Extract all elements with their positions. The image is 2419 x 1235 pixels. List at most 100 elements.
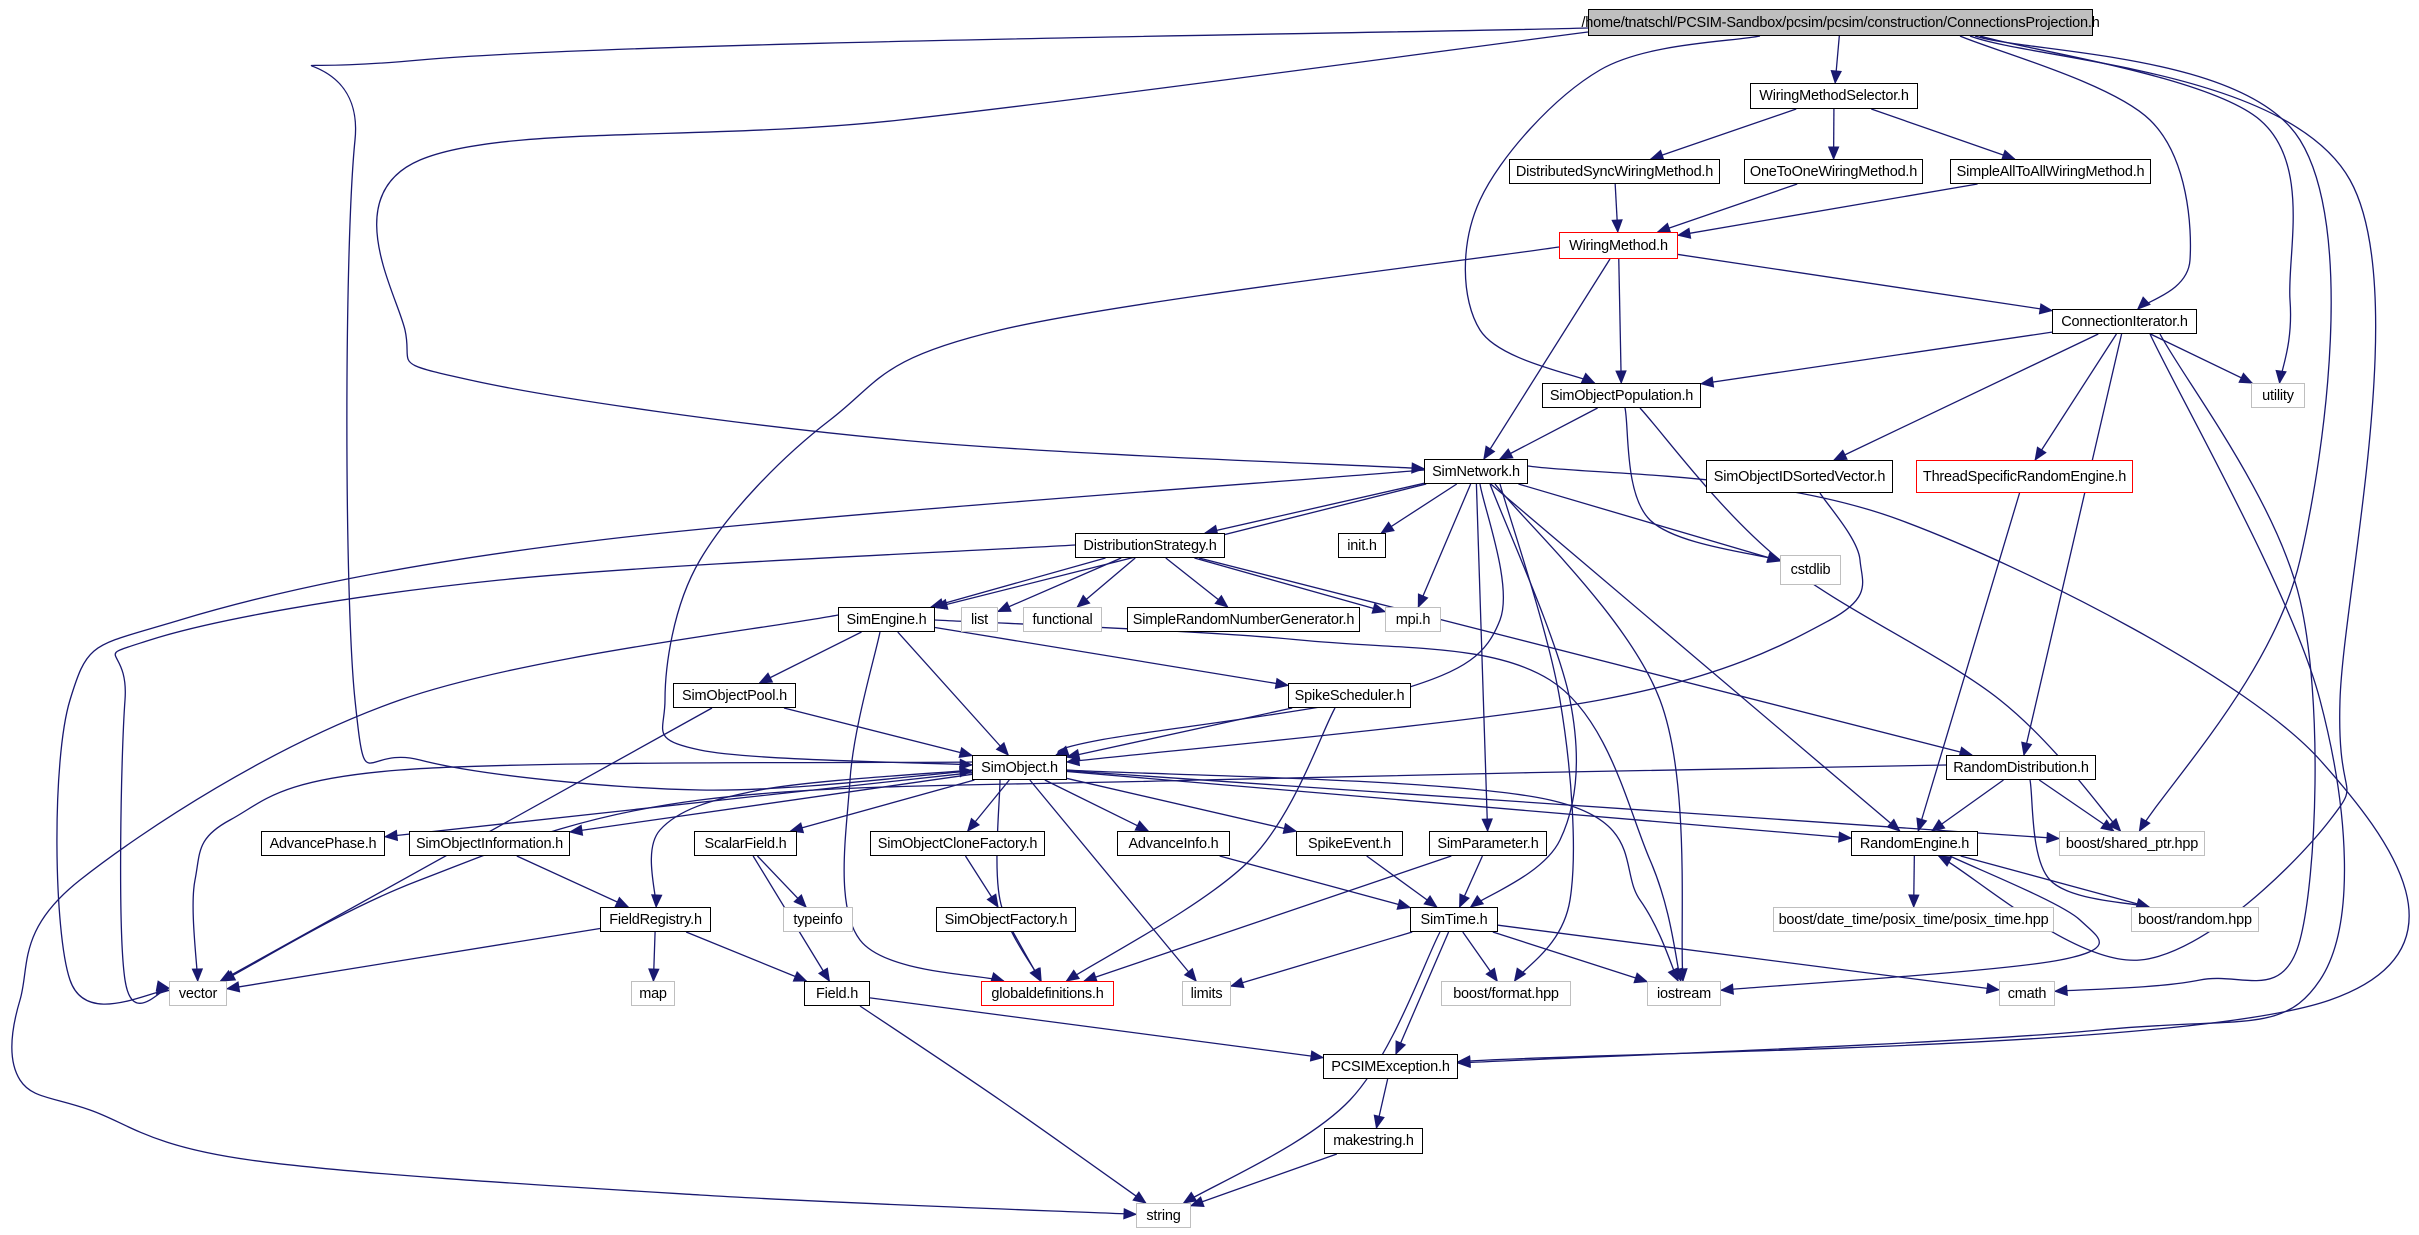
- edge-ds-to-functional-arrowhead: [1076, 594, 1091, 608]
- node-distributedsyncwiringmethod-h[interactable]: DistributedSyncWiringMethod.h: [1509, 159, 1720, 184]
- node-label: SimObject.h: [981, 759, 1058, 776]
- edge-sn-to-cstdlib-arrowhead: [1766, 551, 1782, 564]
- node-simplealltoallwiringmethod-h[interactable]: SimpleAllToAllWiringMethod.h: [1950, 159, 2151, 184]
- node-simobjectfactory-h[interactable]: SimObjectFactory.h: [936, 907, 1076, 932]
- node-simobjectpool-h[interactable]: SimObjectPool.h: [673, 683, 796, 708]
- node-label: ThreadSpecificRandomEngine.h: [1922, 468, 2127, 485]
- edge-se-to-iostream: [934, 619, 1682, 982]
- edge-ci-to-rd: [2023, 333, 2123, 756]
- edge-wm-to-sop-arrowhead: [1615, 370, 1627, 385]
- node-simparameter-h[interactable]: SimParameter.h: [1429, 831, 1547, 856]
- edge-sev-to-st-arrowhead: [1423, 894, 1438, 908]
- node-randomengine-h[interactable]: RandomEngine.h: [1851, 831, 1978, 856]
- node-advancephase-h[interactable]: AdvancePhase.h: [261, 831, 385, 856]
- edge-se-to-sopool-arrowhead: [758, 672, 774, 684]
- edge-soidsv-to-so: [1066, 492, 1864, 763]
- node-spikeevent-h[interactable]: SpikeEvent.h: [1296, 831, 1403, 856]
- edge-st-to-limits-arrowhead: [1229, 977, 1245, 989]
- edge-st-to-limits: [1230, 931, 1413, 987]
- edge-fr-to-field: [685, 931, 807, 982]
- node-label: SimEngine.h: [846, 611, 927, 628]
- node-globaldefinitions-h[interactable]: globaldefinitions.h: [981, 981, 1114, 1006]
- edge-so-to-sf-arrowhead: [789, 822, 805, 834]
- node-connectioniterator-h[interactable]: ConnectionIterator.h: [2052, 309, 2197, 334]
- edge-ci-to-sop: [1700, 331, 2053, 385]
- edge-sn-to-st: [1470, 483, 1577, 908]
- node-list: list: [961, 607, 998, 632]
- edge-root-to-bsp: [1974, 35, 2332, 832]
- edge-ss-to-so-arrowhead: [1065, 748, 1081, 761]
- node-label: SpikeScheduler.h: [1294, 687, 1405, 704]
- node-simobject-h[interactable]: SimObject.h: [972, 755, 1067, 780]
- node-distributionstrategy-h[interactable]: DistributionStrategy.h: [1075, 533, 1225, 558]
- node-scalarfield-h[interactable]: ScalarField.h: [694, 831, 797, 856]
- edge-root-to-utility-arrowhead: [2275, 369, 2287, 385]
- node-spikescheduler-h[interactable]: SpikeScheduler.h: [1288, 683, 1411, 708]
- node-wiringmethod-h[interactable]: WiringMethod.h: [1559, 232, 1678, 259]
- edge-ci-to-rd-arrowhead: [2021, 741, 2033, 757]
- node-simplerandomnumbergenerator-h[interactable]: SimpleRandomNumberGenerator.h: [1127, 607, 1360, 632]
- node-makestring-h[interactable]: makestring.h: [1324, 1128, 1423, 1154]
- node-simobjectinformation-h[interactable]: SimObjectInformation.h: [409, 831, 570, 856]
- node-label: WiringMethod.h: [1569, 237, 1668, 254]
- node-init-h[interactable]: init.h: [1338, 533, 1386, 558]
- node-label: boost/format.hpp: [1453, 985, 1559, 1002]
- edge-st-to-string-arrowhead: [1182, 1191, 1198, 1204]
- edge-ms-to-string: [1190, 1153, 1338, 1207]
- node-advanceinfo-h[interactable]: AdvanceInfo.h: [1117, 831, 1230, 856]
- node-label: SimpleRandomNumberGenerator.h: [1132, 611, 1355, 628]
- edge-wms-to-dswm: [1650, 108, 1797, 160]
- node-label: cmath: [2007, 985, 2047, 1002]
- edge-ai-to-st: [1219, 855, 1411, 909]
- edge-se-to-ss-arrowhead: [1274, 677, 1290, 690]
- node-label: DistributionStrategy.h: [1083, 537, 1217, 554]
- edge-ds-to-vector: [114, 544, 1076, 1004]
- node-simobjectidsortedvector-h[interactable]: SimObjectIDSortedVector.h: [1706, 460, 1893, 493]
- node-field-h[interactable]: Field.h: [804, 981, 870, 1006]
- edge-so-to-sev-arrowhead: [1282, 822, 1298, 834]
- node-home-tnatschl-pcsim-sandbox-pcsim-pcsim-construction-connectionsprojection-h[interactable]: /home/tnatschl/PCSIM-Sandbox/pcsim/pcsim…: [1581, 9, 2100, 36]
- edge-so-to-bsp-arrowhead: [2046, 831, 2061, 844]
- edge-so-to-vector: [192, 761, 973, 982]
- node-simnetwork-h[interactable]: SimNetwork.h: [1424, 459, 1528, 484]
- edge-ds-to-srng-arrowhead: [1214, 594, 1229, 608]
- edge-ci-to-cmath: [2054, 333, 2316, 992]
- node-boost-date-time-posix-time-posix-time-hpp: boost/date_time/posix_time/posix_time.hp…: [1773, 907, 2054, 932]
- edge-ci-to-utility: [2150, 333, 2253, 384]
- edge-root-to-sop: [1464, 35, 1761, 384]
- edge-sev-to-st: [1366, 855, 1438, 908]
- node-label: AdvanceInfo.h: [1128, 835, 1219, 852]
- node-label: AdvancePhase.h: [269, 835, 377, 852]
- node-label: FieldRegistry.h: [609, 911, 702, 928]
- edge-so-to-bsp: [1066, 770, 2060, 840]
- edge-sf-to-typeinfo-arrowhead: [793, 893, 807, 908]
- edge-wm-to-so-arrowhead: [959, 758, 974, 770]
- edge-ci-to-tsre-arrowhead: [2034, 446, 2047, 462]
- edge-wms-to-otowm-arrowhead: [1827, 146, 1840, 161]
- edge-socf-to-sof-arrowhead: [986, 893, 999, 909]
- node-label: DistributedSyncWiringMethod.h: [1515, 163, 1714, 180]
- node-simtime-h[interactable]: SimTime.h: [1410, 907, 1498, 932]
- edge-root-to-bsp-arrowhead: [2138, 817, 2151, 833]
- node-pcsimexception-h[interactable]: PCSIMException.h: [1323, 1054, 1458, 1079]
- edge-so-to-re-arrowhead: [1838, 831, 1853, 843]
- node-onetoonewiringmethod-h[interactable]: OneToOneWiringMethod.h: [1744, 159, 1923, 184]
- edge-ds-to-vector-arrowhead: [155, 980, 171, 992]
- edge-sopool-to-so-arrowhead: [958, 746, 974, 759]
- edge-sn-to-bfmt-arrowhead: [1513, 967, 1527, 983]
- edge-sp-to-st-arrowhead: [1459, 893, 1470, 909]
- edge-so-to-re: [1066, 770, 1852, 839]
- node-simengine-h[interactable]: SimEngine.h: [838, 607, 935, 632]
- edge-soi-to-fr-arrowhead: [614, 896, 630, 908]
- node-threadspecificrandomengine-h[interactable]: ThreadSpecificRandomEngine.h: [1916, 460, 2133, 493]
- node-wiringmethodselector-h[interactable]: WiringMethodSelector.h: [1750, 83, 1918, 109]
- edge-sn-to-sp-arrowhead: [1481, 818, 1493, 833]
- node-simobjectpopulation-h[interactable]: SimObjectPopulation.h: [1542, 383, 1701, 408]
- edge-field-to-string-arrowhead: [1132, 1191, 1147, 1204]
- node-randomdistribution-h[interactable]: RandomDistribution.h: [1946, 755, 2096, 780]
- node-fieldregistry-h[interactable]: FieldRegistry.h: [600, 907, 711, 932]
- edge-re-to-brand: [1960, 855, 2150, 908]
- node-simobjectclonefactory-h[interactable]: SimObjectCloneFactory.h: [870, 831, 1045, 856]
- edge-sn-to-vector: [56, 469, 1425, 1005]
- edge-st-to-bfmt-arrowhead: [1485, 967, 1498, 983]
